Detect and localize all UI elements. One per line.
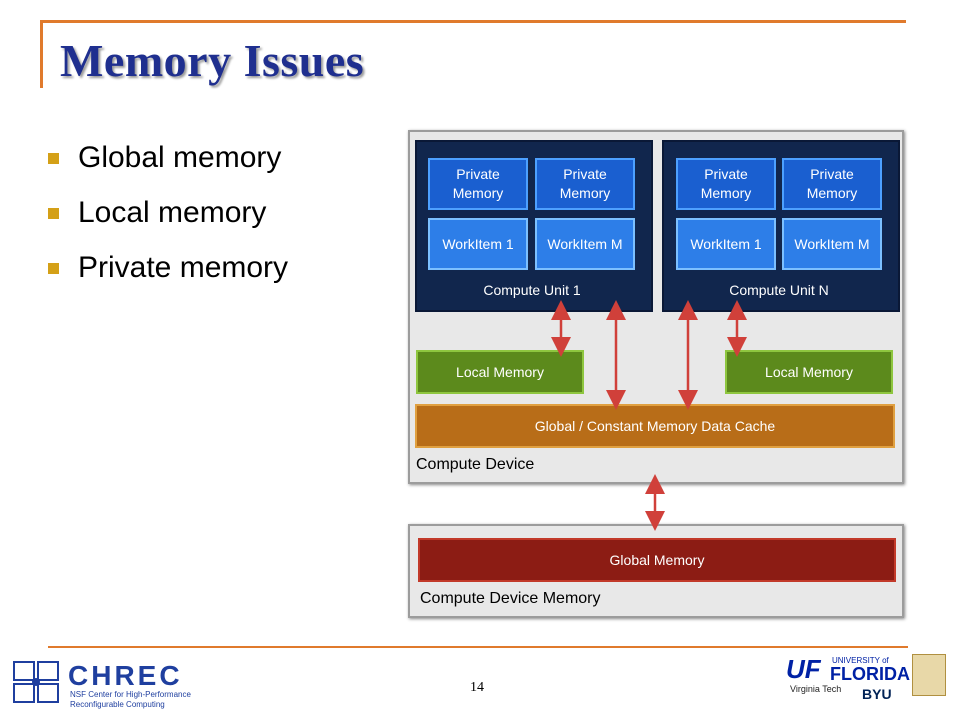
header-rule-left	[40, 20, 43, 88]
private-memory-box: Private Memory	[535, 158, 635, 210]
work-item-box: WorkItem M	[535, 218, 635, 270]
local-memory-box: Local Memory	[416, 350, 584, 394]
bullet-square-icon	[48, 263, 59, 274]
bullet-square-icon	[48, 153, 59, 164]
bullet-item: Private memory	[46, 246, 288, 301]
uf-logo: UF	[786, 654, 821, 684]
private-memory-box: Private Memory	[428, 158, 528, 210]
private-memory-box: Private Memory	[676, 158, 776, 210]
chrec-name: CHREC	[68, 660, 183, 691]
header-rule-top	[40, 20, 906, 23]
vt-logo: Virginia Tech	[790, 684, 842, 694]
byu-logo: BYU	[862, 686, 892, 702]
global-memory-box: Global Memory	[418, 538, 896, 582]
compute-unit-label: Compute Unit 1	[483, 282, 581, 298]
bullet-square-icon	[48, 208, 59, 219]
chrec-subtitle: NSF Center for High-Performance Reconfig…	[70, 690, 191, 710]
private-memory-box: Private Memory	[782, 158, 882, 210]
bullet-text: Local memory	[78, 196, 267, 229]
gwu-logo-icon	[912, 654, 946, 696]
chrec-subtitle-line: Reconfigurable Computing	[70, 700, 165, 709]
bullet-item: Global memory	[46, 136, 288, 191]
bullet-text: Private memory	[78, 251, 289, 284]
page-number: 14	[470, 680, 484, 695]
compute-unit-label: Compute Unit N	[729, 282, 829, 298]
bullet-list: Global memory Local memory Private memor…	[46, 136, 288, 301]
data-cache-box: Global / Constant Memory Data Cache	[415, 404, 895, 448]
chrec-logo-icon	[13, 661, 59, 703]
uf-university-text: UNIVERSITY of	[832, 656, 889, 665]
footer-rule	[48, 646, 908, 648]
work-item-box: WorkItem 1	[428, 218, 528, 270]
work-item-box: WorkItem 1	[676, 218, 776, 270]
bullet-text: Global memory	[78, 141, 282, 174]
bullet-item: Local memory	[46, 191, 288, 246]
work-item-box: WorkItem M	[782, 218, 882, 270]
local-memory-box: Local Memory	[725, 350, 893, 394]
uf-florida-text: FLORIDA	[830, 664, 910, 684]
chrec-subtitle-line: NSF Center for High-Performance	[70, 690, 191, 699]
slide-title: Memory Issues	[60, 35, 365, 86]
compute-device-label: Compute Device	[416, 456, 535, 473]
device-memory-label: Compute Device Memory	[420, 590, 601, 607]
